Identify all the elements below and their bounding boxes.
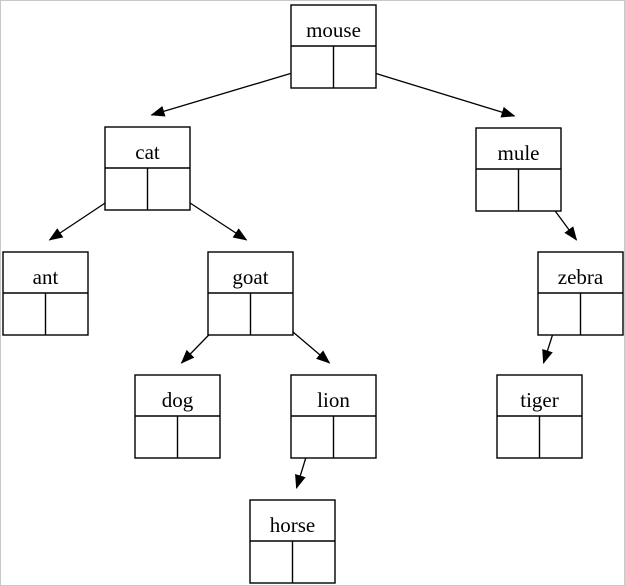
node-label: tiger (520, 388, 558, 412)
node-label: dog (162, 388, 194, 412)
tree-node-cat: cat (104, 126, 191, 211)
tree-node-dog: dog (134, 374, 221, 459)
tree-node-goat: goat (207, 251, 294, 336)
edge-arrow-mouse-cat (150, 66, 313, 117)
node-label: zebra (558, 265, 604, 289)
node-label: mouse (306, 18, 361, 42)
tree-node-tiger: tiger (496, 374, 583, 459)
tree-node-mule: mule (475, 127, 562, 212)
node-label: horse (270, 513, 316, 537)
node-label: lion (317, 388, 350, 412)
node-label: ant (33, 265, 59, 289)
tree-node-zebra: zebra (537, 251, 624, 336)
nodes-layer: mouse cat mule ant goat zebra dog lion tiger hors… (2, 4, 624, 584)
node-label: mule (498, 141, 540, 165)
tree-node-lion: lion (290, 374, 377, 459)
node-label: goat (232, 265, 268, 289)
tree-node-mouse: mouse (290, 4, 377, 89)
tree-node-ant: ant (2, 251, 89, 336)
node-label: cat (135, 140, 160, 164)
tree-node-horse: horse (249, 499, 336, 584)
edge-arrow-mouse-mule (354, 66, 516, 118)
